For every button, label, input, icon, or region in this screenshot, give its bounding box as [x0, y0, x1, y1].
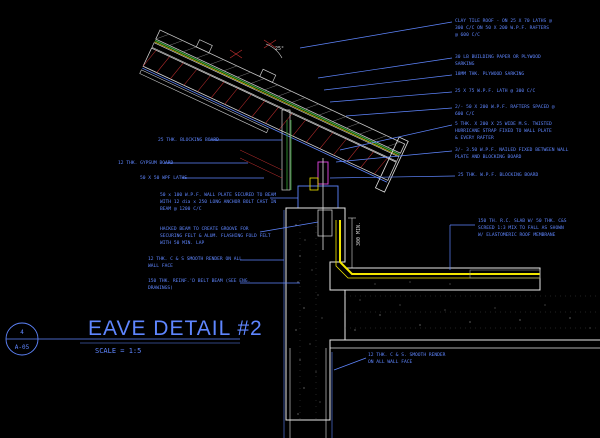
label-blocking-board-left: 25 THK. BLOCKING BOARD: [158, 137, 219, 143]
label-slab-2: SCREED 1:3 MIX TO FALL AS SHOWN: [478, 225, 564, 231]
label-lath: 25 X 75 W.P.F. LATH @ 300 C/C: [455, 88, 535, 94]
label-rafters-2: 600 C/C: [455, 111, 475, 117]
roof-pitch-label: 25°: [275, 46, 284, 52]
label-hacked-beam-3: WITH 50 MIN. LAP: [160, 240, 204, 246]
concrete-structure: [283, 207, 600, 438]
label-nailed-2: PLATE AND BLOCKING BOARD: [455, 154, 522, 160]
right-annotations: CLAY TILE ROOF - ON 25 X 70 LATHS @ 300 …: [299, 18, 569, 270]
label-wall-plate-1: 50 x 100 W.P.F. WALL PLATE SECURED TO BE…: [160, 192, 276, 198]
label-building-paper-1: 30 LB BUILDING PAPER OR PLYWOOD: [455, 54, 541, 60]
label-hurricane-1: 5 THK. X 200 X 25 WIDE M.S. TWISTED: [455, 121, 552, 127]
left-annotations: 25 THK. BLOCKING BOARD 12 THK. GYPSUM BO…: [118, 137, 446, 371]
label-render-bottom-2: ON ALL WALL FACE: [368, 359, 412, 365]
label-hurricane-3: & EVERY RAFTER: [455, 135, 494, 141]
label-clay-tile-3: @ 600 C/C: [455, 32, 480, 38]
label-belt-beam-1: 150 THK. REINF.'D BELT BEAM (SEE ENG.: [148, 278, 250, 284]
detail-number: 4: [20, 329, 24, 336]
roof-assembly: 25°: [139, 29, 409, 193]
label-slab-1: 150 TH. R.C. SLAB W/ 50 THK. C&S: [478, 218, 567, 224]
label-render-2: WALL FACE: [148, 263, 173, 269]
label-building-paper-2: SARKING: [455, 61, 475, 67]
label-nailed-1: 3/- 3.50 W.P.F. NAILED FIXED BETWEEN WAL…: [455, 147, 569, 153]
label-rafters-1: 2/- 50 X 200 W.P.F. RAFTERS SPACED @: [455, 104, 555, 110]
label-belt-beam-2: DRAWINGS): [148, 285, 173, 291]
label-hurricane-2: HURRICANE STRAP FIXED TO WALL PLATE: [455, 128, 552, 134]
label-hacked-beam-1: HACKED BEAM TO CREATE GROOVE FOR: [160, 226, 249, 232]
drawing-scale: SCALE = 1:5: [95, 347, 141, 355]
label-plywood-sarking: 18MM THK. PLYWOOD SARKING: [455, 71, 524, 77]
label-wall-plate-2: WITH 12 dia x 250 LONG ANCHOR BOLT CAST …: [160, 199, 276, 205]
label-wall-plate-3: BEAM @ 1200 C/C: [160, 206, 202, 212]
label-hacked-beam-2: SECURING FELT & ALUM. FLASHING FOLD FELT: [160, 233, 271, 239]
label-wpf-laths: 50 X 50 WPF LATHS: [140, 175, 187, 181]
dimension-300-min: 300 MIN.: [348, 217, 362, 269]
label-render-bottom-1: 12 THK. C & S. SMOOTH RENDER: [368, 352, 446, 358]
label-slab-3: W/ ELASTOMERIC ROOF MEMBRANE: [478, 232, 556, 238]
sheet-number: A-05: [15, 344, 30, 351]
label-clay-tile-1: CLAY TILE ROOF - ON 25 X 70 LATHS @: [455, 18, 552, 24]
wall-plate-assembly: [297, 158, 339, 250]
label-render-1: 12 THK. C & S SMOOTH RENDER ON ALL: [148, 256, 242, 262]
label-clay-tile-2: 300 C/C ON 50 X 200 W.P.F. RAFTERS: [455, 25, 549, 31]
drawing-title: EAVE DETAIL #2: [88, 317, 263, 340]
title-block: 4 A-05 EAVE DETAIL #2 SCALE = 1:5: [5, 317, 263, 356]
dim-300-min-label: 300 MIN.: [356, 222, 362, 246]
label-blocking-board-right: 25 THK. W.P.F. BLOCKING BOARD: [458, 172, 538, 178]
label-gypsum: 12 THK. GYPSUM BOARD: [118, 160, 174, 166]
